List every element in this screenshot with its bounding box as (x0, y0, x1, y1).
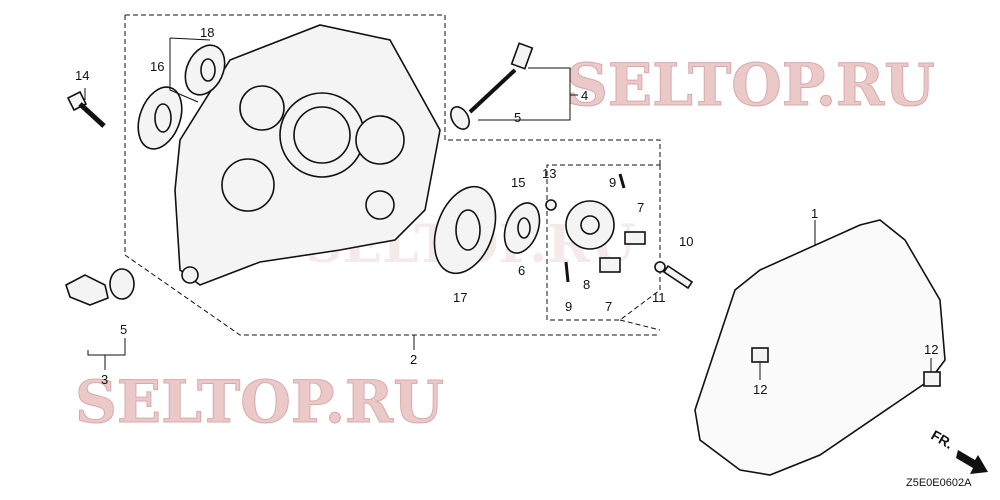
callout-8: 8 (583, 277, 590, 292)
bearing-18 (184, 44, 226, 96)
oil-level-gauge (450, 42, 534, 130)
callout-11: 11 (652, 290, 666, 305)
arrow-icon (956, 450, 988, 474)
bearing-16 (137, 86, 183, 150)
callout-1: 1 (811, 206, 818, 221)
callout-14: 14 (75, 68, 89, 83)
callout-10: 10 (679, 234, 693, 249)
flange-bolt-14 (66, 90, 106, 128)
cover-gasket (694, 219, 946, 476)
drain-plug (65, 268, 135, 306)
callout-7-upper: 7 (637, 200, 644, 215)
front-direction-indicator: FR. (929, 427, 988, 474)
callout-9-lower: 9 (565, 299, 572, 314)
assembly-boundary (124, 14, 661, 336)
diagram-code: Z5E0E0602A (906, 477, 972, 489)
callout-12-right: 12 (924, 342, 938, 357)
callout-5-plug: 5 (120, 322, 127, 337)
callout-16: 16 (150, 59, 164, 74)
callout-7-lower: 7 (605, 299, 612, 314)
callout-12-left: 12 (753, 382, 767, 397)
callout-2: 2 (410, 352, 417, 367)
bearing-15 (503, 202, 541, 254)
callout-3: 3 (101, 372, 108, 387)
leader-lines (84, 37, 932, 380)
callout-4: 4 (581, 88, 588, 103)
governor-gear (545, 173, 694, 290)
callout-9-upper: 9 (609, 175, 616, 190)
callout-5-gauge: 5 (514, 110, 521, 125)
callout-17: 17 (453, 290, 467, 305)
crankcase-cover (174, 24, 441, 286)
bearing-17 (433, 185, 497, 275)
front-label: FR. (929, 427, 957, 452)
callout-13: 13 (542, 166, 556, 181)
callout-15: 15 (511, 175, 525, 190)
watermark-bottom: SELTOP.RU (75, 368, 444, 436)
watermark-top: SELTOP.RU (566, 51, 935, 119)
callout-6: 6 (518, 263, 525, 278)
callout-18: 18 (200, 25, 214, 40)
